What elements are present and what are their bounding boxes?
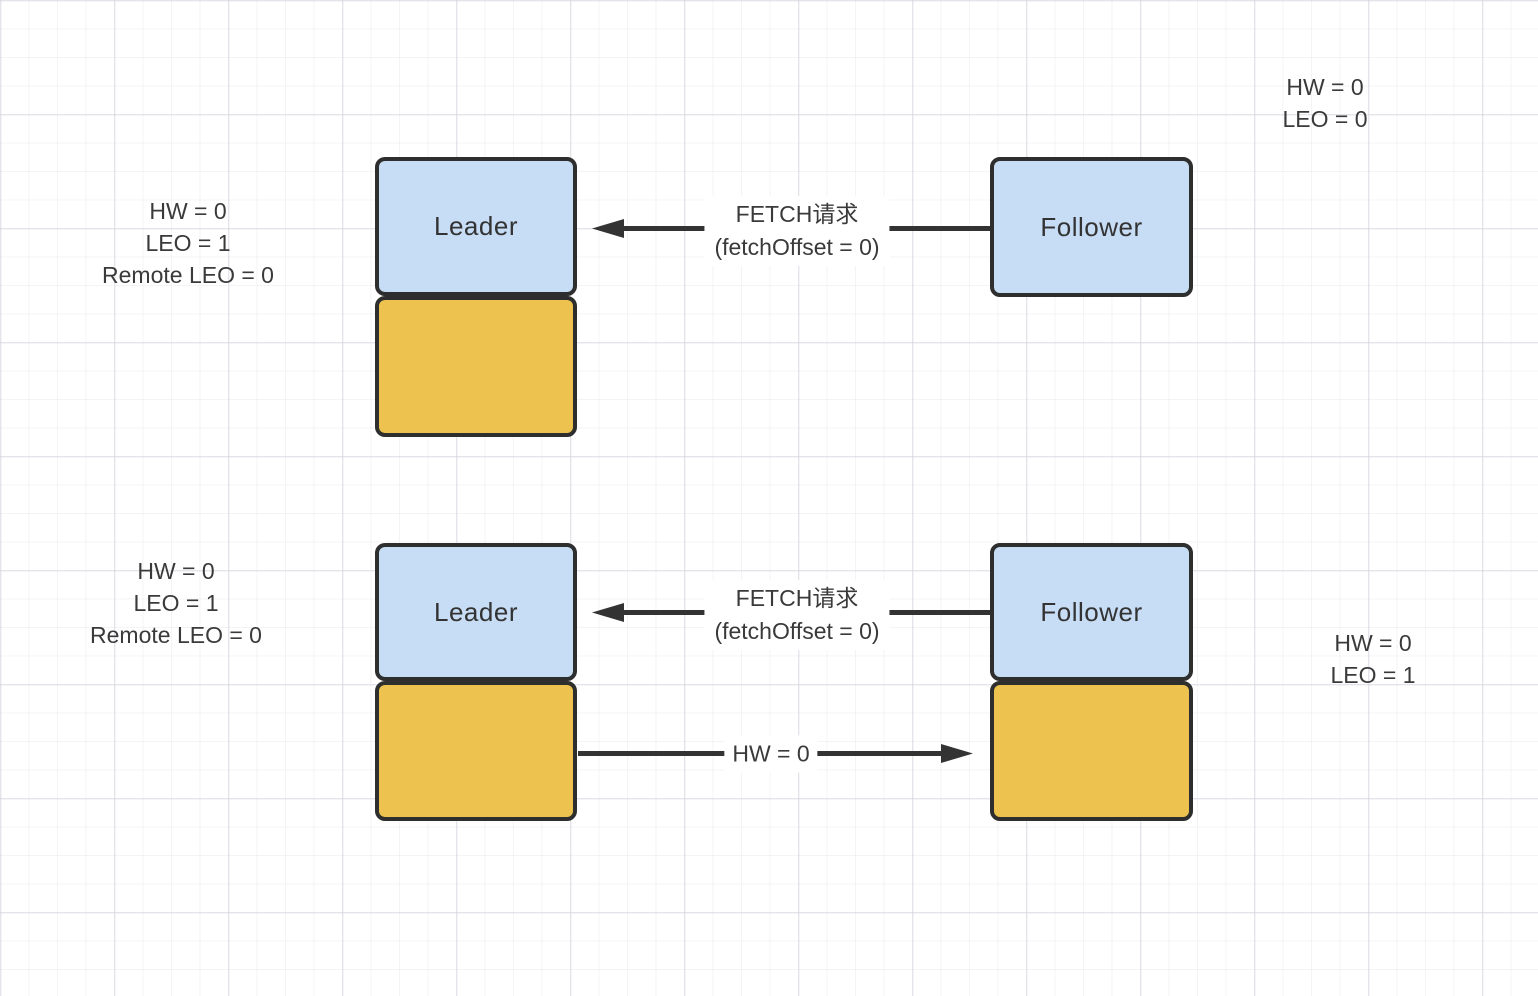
- step2-follower-box-label: Follower: [1040, 596, 1143, 627]
- step1-follower-annotation-line1: HW = 0: [1286, 74, 1364, 100]
- step2-fetch-label-line1: FETCH请求: [735, 585, 859, 611]
- step2-arrowhead-left-icon: [592, 603, 624, 622]
- step2-arrowhead-right-icon: [941, 744, 973, 763]
- step2-follower-box: Follower: [990, 543, 1193, 681]
- step1-leader-annotation-line3: Remote LEO = 0: [102, 262, 274, 288]
- step1-leader-log-block: [375, 296, 577, 437]
- step2-leader-annotation-line3: Remote LEO = 0: [90, 622, 262, 648]
- step1-follower-annotation: HW = 0 LEO = 0: [1200, 71, 1450, 135]
- step2-follower-annotation-line2: LEO = 1: [1330, 662, 1416, 688]
- step2-leader-box: Leader: [375, 543, 577, 681]
- step1-follower-box-label: Follower: [1040, 211, 1143, 242]
- step2-follower-annotation: HW = 0 LEO = 1: [1248, 627, 1498, 691]
- step1-leader-box-label: Leader: [434, 211, 518, 241]
- step1-follower-annotation-line2: LEO = 0: [1282, 106, 1368, 132]
- step2-fetch-label-line2: (fetchOffset = 0): [714, 618, 880, 644]
- step1-leader-box: Leader: [375, 157, 577, 296]
- step2-follower-annotation-line1: HW = 0: [1334, 630, 1412, 656]
- step1-fetch-label-line1: FETCH请求: [735, 201, 859, 227]
- step1-leader-annotation-line2: LEO = 1: [145, 230, 231, 256]
- step2-leader-annotation-line2: LEO = 1: [133, 590, 219, 616]
- step2-hw-arrow-label: HW = 0: [724, 735, 818, 773]
- step1-arrowhead-left-icon: [592, 219, 624, 238]
- step2-leader-log-block: [375, 681, 577, 821]
- step2-follower-log-block: [990, 681, 1193, 821]
- step2-fetch-arrow-label: FETCH请求 (fetchOffset = 0): [704, 580, 890, 650]
- step1-leader-annotation-line1: HW = 0: [149, 198, 227, 224]
- step2-leader-annotation-line1: HW = 0: [137, 558, 215, 584]
- step1-leader-annotation: HW = 0 LEO = 1 Remote LEO = 0: [38, 195, 338, 291]
- step2-leader-annotation: HW = 0 LEO = 1 Remote LEO = 0: [26, 555, 326, 651]
- step2-leader-box-label: Leader: [434, 596, 518, 627]
- step1-fetch-arrow-label: FETCH请求 (fetchOffset = 0): [704, 196, 890, 266]
- step1-follower-box: Follower: [990, 157, 1193, 297]
- step1-fetch-label-line2: (fetchOffset = 0): [714, 234, 880, 260]
